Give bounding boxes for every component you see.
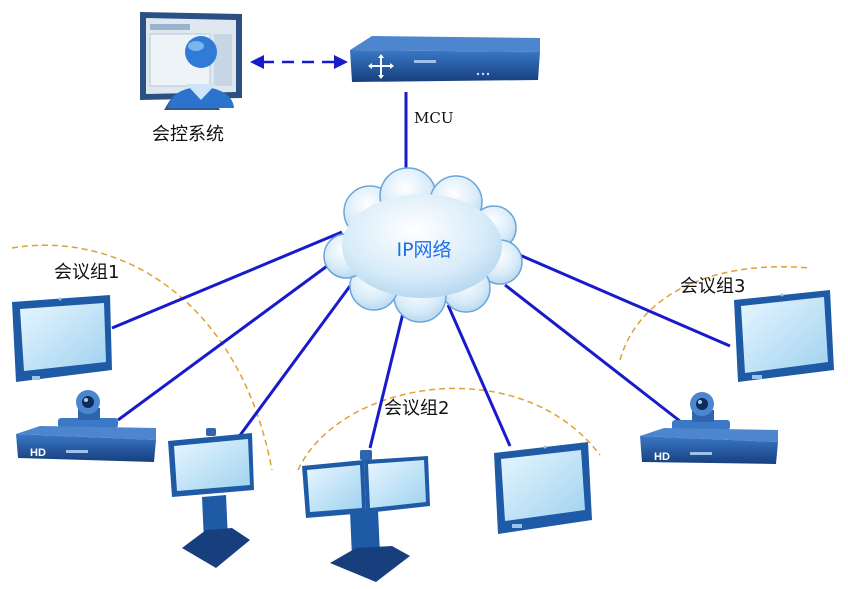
group3-label: 会议组3	[680, 276, 745, 297]
camera-icon	[672, 392, 730, 430]
arrow-left-icon	[250, 55, 264, 69]
console-label: 会控系统	[152, 124, 224, 145]
group1-label: 会议组1	[54, 262, 119, 283]
hd-badge-3: HD	[654, 451, 670, 463]
router-arrows-icon	[368, 54, 394, 79]
link-lines	[111, 92, 731, 449]
group3-arc	[619, 266, 811, 361]
codec-1: HD	[16, 390, 156, 462]
group1-arc	[11, 244, 273, 471]
telepresence-stand-2	[302, 450, 430, 582]
mcu-label: MCU	[414, 109, 453, 127]
group2-label: 会议组2	[384, 398, 449, 419]
ip-network-cloud: IP网络	[323, 167, 523, 323]
telepresence-stand-1	[168, 428, 254, 568]
arrow-right-icon	[334, 55, 348, 69]
codec-3: HD	[640, 392, 778, 464]
monitor-2	[494, 442, 592, 534]
link-cloud-monitor2	[446, 304, 512, 447]
group-arcs	[11, 244, 811, 471]
camera-icon	[58, 390, 118, 428]
link-cloud-monitor3	[514, 251, 731, 348]
link-cloud-monitor1	[111, 230, 343, 330]
link-cloud-codec3	[504, 283, 686, 427]
group2-arc	[297, 387, 601, 471]
user-avatar-icon	[168, 36, 234, 108]
link-cloud-stand2	[368, 304, 407, 449]
monitor-3	[734, 290, 834, 382]
mcu-device: MCU	[350, 36, 540, 127]
console-system: 会控系统	[140, 12, 242, 145]
monitor-1	[12, 295, 112, 382]
link-cloud-codec1	[117, 256, 339, 422]
link-cloud-stand1	[236, 285, 352, 439]
network-label: IP网络	[396, 239, 451, 261]
hd-badge-1: HD	[30, 447, 46, 459]
control-link	[250, 55, 348, 69]
